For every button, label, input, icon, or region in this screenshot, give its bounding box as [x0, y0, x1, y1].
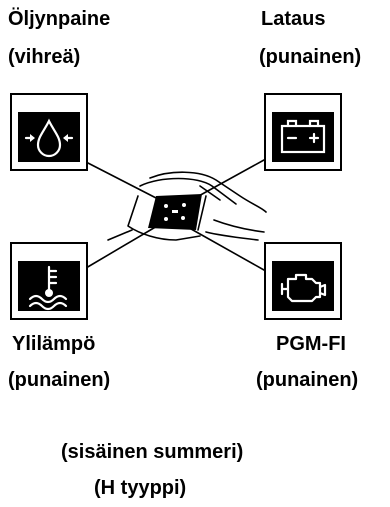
battery-icon — [280, 119, 326, 154]
buzzer-note: (sisäinen summeri) — [61, 441, 244, 463]
oil-pressure-indicator — [10, 93, 88, 171]
indicator-cluster — [148, 194, 202, 230]
oil-pressure-icon — [24, 118, 74, 158]
charge-indicator — [264, 93, 342, 171]
engine-check-icon — [280, 273, 327, 303]
overheat-title: Ylilämpö — [12, 333, 96, 355]
leader-line-temp — [85, 221, 165, 269]
leader-line-oil — [85, 161, 161, 201]
charge-color: (punainen) — [259, 46, 362, 68]
pgm-fi-color: (punainen) — [256, 369, 359, 391]
overheat-color: (punainen) — [8, 369, 111, 391]
type-note: (H tyyppi) — [94, 477, 187, 499]
panel-housing — [149, 171, 267, 213]
pgm-fi-title: PGM-FI — [276, 333, 346, 355]
overheat-indicator — [10, 242, 88, 320]
leader-line-engine — [183, 224, 265, 271]
coolant-temperature-icon — [28, 265, 68, 311]
oil-pressure-color: (vihreä) — [8, 46, 81, 68]
pgm-fi-indicator — [264, 242, 342, 320]
oil-pressure-title: Öljynpaine — [8, 8, 111, 30]
charge-title: Lataus — [261, 8, 326, 30]
